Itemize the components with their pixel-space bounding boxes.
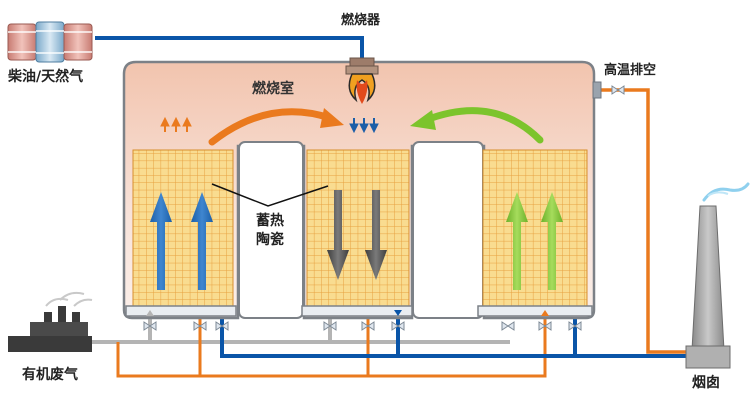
waste-gas-inlet-pipe xyxy=(92,316,510,344)
high-temp-exhaust-label: 高温排空 xyxy=(604,63,657,78)
valve-icon xyxy=(391,321,405,331)
ceramic-label-line2: 陶瓷 xyxy=(256,232,284,248)
burner-label: 燃烧器 xyxy=(341,13,381,28)
outlet-marker-icon xyxy=(394,310,402,316)
flow-up-left xyxy=(150,192,213,290)
chimney-icon xyxy=(685,182,750,369)
chimney-label: 烟囱 xyxy=(692,375,720,391)
burner-flame-icon xyxy=(345,57,379,104)
small-down-arrows-icon xyxy=(349,118,379,134)
ceramic-bed-middle xyxy=(306,149,410,307)
flow-curve-orange-icon xyxy=(208,108,334,146)
organic-waste-gas-label: 有机废气 xyxy=(22,367,78,383)
valve-icon xyxy=(568,321,582,331)
inlet-marker-icon xyxy=(146,310,154,316)
ceramic-label-line1: 蓄热 xyxy=(256,213,284,229)
outlet-pipe xyxy=(220,316,686,358)
fuel-pipe xyxy=(95,36,364,60)
valve-icon xyxy=(215,321,229,331)
flow-down-middle xyxy=(327,190,387,280)
flow-up-right xyxy=(506,192,563,290)
small-up-arrows-icon xyxy=(160,116,192,132)
bed-base-right xyxy=(477,305,593,317)
ceramic-bed-left xyxy=(132,149,234,307)
bed-base-left xyxy=(125,305,237,317)
valve-icon xyxy=(143,321,157,331)
orange-arrowhead-icon xyxy=(320,108,344,128)
ceramic-callout-lines xyxy=(211,183,329,207)
partition-left xyxy=(238,141,304,319)
fuel-barrels-icon xyxy=(7,21,93,63)
high-temp-exhaust-pipe xyxy=(598,88,686,354)
partition-right xyxy=(412,141,484,319)
factory-icon xyxy=(8,291,93,352)
ceramic-bed-right xyxy=(482,149,588,307)
valves xyxy=(143,85,625,331)
flow-curve-green-icon xyxy=(422,107,544,144)
bed-base-middle xyxy=(301,305,413,317)
fuel-label: 柴油/天然气 xyxy=(8,69,84,85)
valve-icon xyxy=(501,321,515,331)
valve-icon xyxy=(323,321,337,331)
purge-marker-icon xyxy=(541,310,549,316)
green-arrowhead-icon xyxy=(410,110,436,130)
valve-icon xyxy=(361,321,375,331)
exhaust-port xyxy=(592,81,602,99)
valve-icon xyxy=(538,321,552,331)
valve-icon xyxy=(193,321,207,331)
combustion-chamber-label: 燃烧室 xyxy=(252,81,294,97)
valve-icon xyxy=(611,85,625,95)
